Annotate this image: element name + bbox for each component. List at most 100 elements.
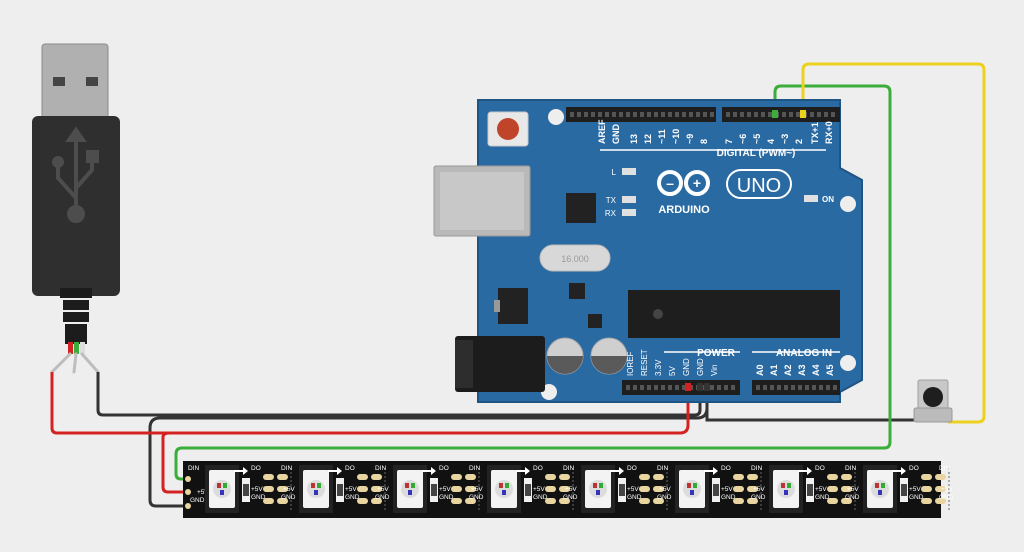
header-pin-hole (784, 385, 788, 390)
solder-pad (653, 498, 664, 504)
led-on-label: ON (822, 195, 834, 204)
pad-label-gnd: GND (345, 494, 360, 501)
pad-label-gnd: GND (533, 494, 548, 501)
solder-pad (653, 486, 664, 492)
usb-b-port-inner (440, 172, 524, 230)
header-pin-hole (726, 112, 730, 117)
wire-data-pin4-to-strip[interactable] (174, 84, 892, 481)
digital-pin-label: 2 (794, 139, 804, 144)
pad-label-5v: +5V (533, 486, 545, 493)
digital-pwm-label: DIGITAL (PWM~) (717, 148, 796, 159)
led-die-red (687, 483, 691, 488)
solder-pad (465, 486, 476, 492)
solder-pad (545, 486, 556, 492)
header-pin-hole (703, 112, 707, 117)
bottom-pin-holes (626, 385, 837, 390)
digital-pin-label: ~6 (738, 134, 748, 144)
pushbutton[interactable] (913, 379, 953, 423)
arduino-uno-board[interactable]: 16.000 L TX RX ON – + ARDUINO UNO (433, 99, 863, 403)
solder-pad (263, 474, 274, 480)
led-die-blue (502, 490, 506, 495)
tiny-chip (588, 314, 602, 328)
led-resistor-body (619, 484, 625, 496)
header-pin-hole (747, 112, 751, 117)
led-die-green (223, 483, 227, 488)
power-pin-label: 5V (668, 366, 677, 376)
usb-connector[interactable] (32, 43, 120, 354)
wire-5v-usb-to-arduino[interactable] (50, 372, 690, 435)
led-die-green (317, 483, 321, 488)
wire-gnd-usb-to-arduino[interactable] (96, 372, 702, 417)
digital-pin-label: 13 (629, 134, 639, 144)
capacitor-right (590, 337, 628, 375)
header-pin-hole (768, 112, 772, 117)
header-pin-hole (584, 112, 588, 117)
pad-label-gnd: GND (563, 494, 578, 501)
crystal-label: 16.000 (561, 254, 589, 264)
strip-label-din: DIN (188, 465, 200, 472)
small-chip (569, 283, 585, 299)
solder-pad (371, 498, 382, 504)
pad-label-5v: +5V (847, 486, 859, 493)
digital-pin-label: RX+0 (824, 121, 834, 144)
header-pin-hole (754, 112, 758, 117)
reset-button[interactable] (497, 118, 519, 140)
led-l-label: L (612, 168, 617, 177)
solder-pad (921, 498, 932, 504)
wire-gnd-to-strip[interactable] (148, 407, 709, 508)
header-pin-hole (831, 112, 835, 117)
digital-pin-label: AREF (597, 119, 607, 144)
digital-pin-label: 8 (699, 139, 709, 144)
pad-label-din: DIN (563, 465, 575, 472)
solder-pad (935, 474, 946, 480)
header-pin-hole (661, 112, 665, 117)
led-die-red (311, 483, 315, 488)
led-tx (622, 196, 636, 203)
led-die-green (881, 483, 885, 488)
header-pin-hole (640, 385, 644, 390)
led-die-green (693, 483, 697, 488)
led-resistor-body (243, 484, 249, 496)
pad-label-5v: +5V (753, 486, 765, 493)
solder-pad (263, 486, 274, 492)
header-pin-hole (789, 112, 793, 117)
usb-cable-collar-1 (60, 288, 92, 298)
solder-pad (827, 486, 838, 492)
header-pin-hole (782, 112, 786, 117)
led-die-blue (690, 490, 694, 495)
led-die-green (505, 483, 509, 488)
solder-pad (371, 474, 382, 480)
tactile-button-icon[interactable] (923, 387, 943, 407)
digital-header-right (722, 107, 840, 122)
wire-end-pin4 (772, 110, 778, 118)
digital-pin-label: 7 (724, 139, 734, 144)
header-pin-hole (633, 112, 637, 117)
led-resistor-body (431, 484, 437, 496)
solder-pad (277, 498, 288, 504)
header-pin-hole (763, 385, 767, 390)
arduino-logo-icon (657, 170, 710, 196)
pad-label-do: DO (627, 465, 637, 472)
wire-pin2-to-button[interactable] (801, 62, 986, 424)
led-die (683, 480, 701, 498)
data-direction-arrow-icon (328, 467, 342, 475)
pad-label-gnd: GND (721, 494, 736, 501)
digital-pin-label: ~11 (657, 129, 667, 144)
usb-wire-stub-green (74, 342, 79, 354)
data-direction-arrow-icon (516, 467, 530, 475)
usb-plug-taper (40, 250, 112, 290)
pad-label-5v: +5V (439, 486, 451, 493)
wire-5v-to-strip[interactable] (161, 431, 187, 494)
pad-label-5v: +5V (909, 486, 921, 493)
pad-label-5v: +5V (659, 486, 671, 493)
analog-in-label: ANALOG IN (776, 348, 832, 359)
led-die (401, 480, 419, 498)
solder-pad (827, 498, 838, 504)
regulator-tab (494, 300, 500, 312)
led-die-red (781, 483, 785, 488)
header-pin-hole (796, 112, 800, 117)
